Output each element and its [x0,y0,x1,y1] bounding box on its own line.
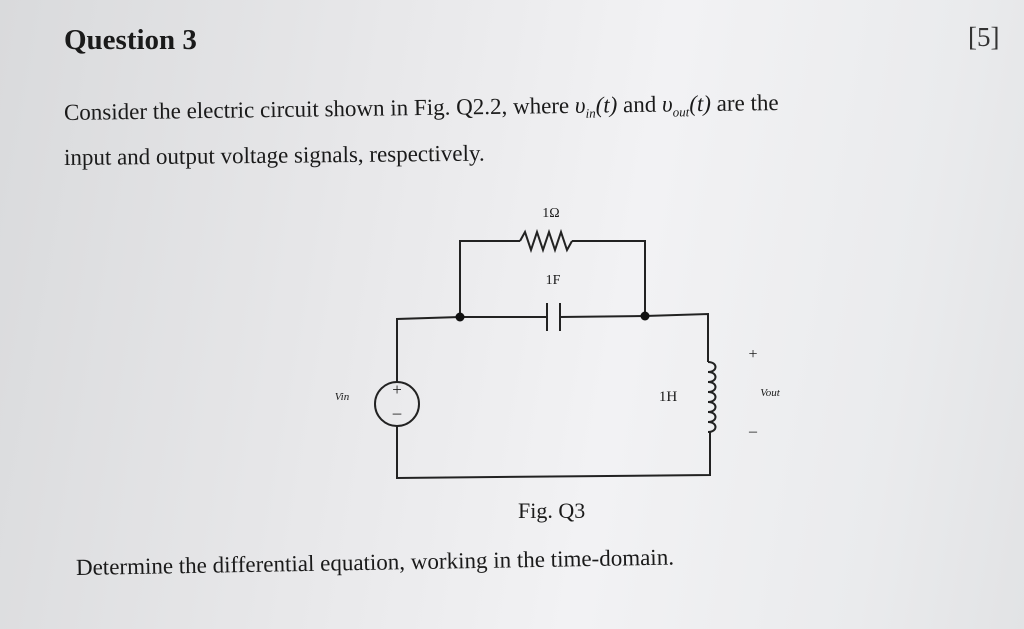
question-marks: [5] [968,22,1000,52]
output-label: Vout [760,387,781,399]
capacitor-label: 1F [546,273,561,288]
figure-caption: Fig. Q3 [518,498,586,523]
junction-node-left [455,312,465,322]
output-plus-sign: + [748,346,757,363]
wire-right-top [644,312,709,362]
source-label: Vin [335,391,350,403]
wire-left-bottom [396,426,711,480]
voltage-source [374,381,420,427]
resistor [519,228,573,254]
source-minus-sign: – [392,403,402,422]
wire-left-top [396,316,461,382]
wire-resistor-right [572,240,646,315]
inductor [707,361,717,433]
output-minus-sign: – [748,423,758,440]
resistor-label: 1Ω [542,206,559,221]
wire-resistor-left [459,240,520,317]
junction-node-right [640,311,650,321]
question-title: Question 3 [64,24,197,56]
inductor-label: 1H [659,389,678,405]
wire-capacitor-right [559,315,646,318]
source-plus-sign: + [392,380,402,399]
